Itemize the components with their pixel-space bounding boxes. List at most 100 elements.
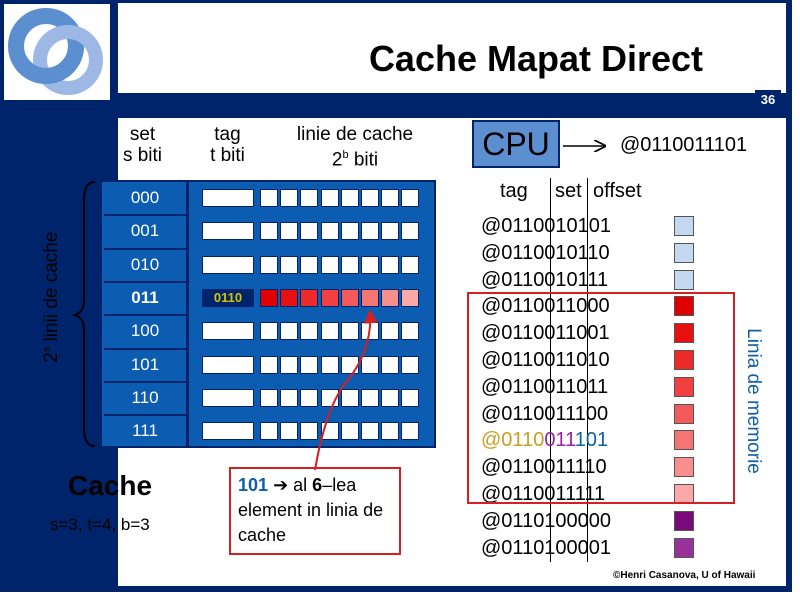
cache-byte-cell bbox=[361, 288, 379, 307]
cache-set-110: 110 bbox=[104, 384, 186, 411]
cache-byte-cell bbox=[260, 189, 278, 207]
cpu-address: @0110011101 bbox=[620, 134, 748, 156]
cache-set-001: 001 bbox=[104, 218, 186, 245]
cache-byte-cell bbox=[361, 255, 379, 274]
cache-row-separator bbox=[104, 347, 186, 350]
cache-byte-cell bbox=[300, 255, 319, 274]
cache-line-header: linie de cache 2b biti bbox=[296, 124, 414, 171]
cache-byte-cell bbox=[340, 288, 359, 307]
cache-params: s=3, t=4, b=3 bbox=[50, 515, 150, 534]
cache-byte-cell bbox=[340, 189, 359, 207]
cache-byte-cell bbox=[280, 189, 299, 207]
tag-header: tag t biti bbox=[210, 124, 245, 166]
title-bar bbox=[118, 3, 786, 93]
callout-pointer bbox=[314, 309, 378, 471]
memory-byte-swatch bbox=[674, 376, 694, 397]
cache-byte-cell bbox=[280, 255, 299, 274]
cache-byte-cell bbox=[381, 422, 400, 441]
cache-byte-cell bbox=[401, 322, 420, 341]
memory-address: @0110011101 bbox=[481, 428, 608, 452]
cache-set-111: 111 bbox=[104, 418, 186, 445]
cache-byte-cell bbox=[381, 222, 400, 241]
memory-address: @0110010110 bbox=[481, 241, 610, 264]
cache-set-000: 000 bbox=[104, 185, 186, 211]
cache-byte-cell bbox=[401, 222, 420, 241]
cache-tag-cell bbox=[202, 388, 254, 407]
memory-address: @0110011111 bbox=[481, 483, 606, 505]
cache-byte-cell bbox=[340, 322, 359, 341]
memory-byte-swatch bbox=[674, 350, 694, 370]
cache-byte-cell bbox=[381, 189, 400, 207]
cache-byte-cell bbox=[320, 255, 339, 274]
cache-byte-cell bbox=[260, 388, 278, 407]
cache-row-separator bbox=[104, 380, 186, 383]
cache-column-divider bbox=[186, 182, 189, 446]
cache-byte-cell bbox=[280, 388, 299, 407]
memory-address: @0110011000 bbox=[481, 295, 610, 318]
logo bbox=[2, 2, 112, 102]
memory-byte-swatch bbox=[674, 296, 694, 317]
memory-byte-swatch bbox=[674, 216, 694, 236]
cache-byte-cell bbox=[280, 355, 299, 374]
cache-byte-cell bbox=[300, 322, 319, 341]
cache-byte-cell bbox=[340, 422, 359, 441]
cache-set-100: 100 bbox=[104, 318, 186, 345]
cache-byte-cell bbox=[381, 288, 400, 307]
memory-byte-swatch bbox=[674, 403, 694, 424]
cache-row-separator bbox=[104, 214, 186, 217]
cache-label: Cache bbox=[68, 470, 153, 501]
memory-address: @0110100000 bbox=[481, 509, 612, 532]
cache-byte-cell bbox=[260, 222, 278, 241]
cache-tag-cell bbox=[202, 355, 254, 374]
cache-row-separator bbox=[104, 280, 186, 283]
cache-byte-cell bbox=[381, 355, 400, 374]
cache-byte-cell bbox=[300, 388, 319, 407]
cache-set-101: 101 bbox=[104, 351, 186, 378]
memory-line-frame bbox=[467, 292, 735, 504]
cache-byte-cell bbox=[401, 355, 420, 374]
cache-byte-cell bbox=[340, 222, 359, 241]
cache-byte-cell bbox=[361, 189, 379, 207]
memory-address: @0110011011 bbox=[481, 375, 609, 398]
cache-row-separator bbox=[104, 247, 186, 250]
set-header: set s biti bbox=[122, 124, 163, 166]
cache-byte-cell bbox=[340, 255, 359, 274]
memory-address: @0110011110 bbox=[481, 456, 607, 479]
memory-set-header: set bbox=[555, 180, 582, 202]
cache-set-011: 011 bbox=[104, 284, 186, 311]
cache-row-separator bbox=[104, 314, 186, 317]
cache-byte-cell bbox=[320, 288, 339, 307]
memory-address: @0110011001 bbox=[481, 322, 610, 345]
cache-byte-cell bbox=[280, 288, 299, 307]
address-tag-part: @0110 bbox=[481, 429, 545, 452]
cache-byte-cell bbox=[300, 189, 319, 207]
cache-set-010: 010 bbox=[104, 251, 186, 278]
memory-address: @0110010101 bbox=[481, 215, 612, 237]
offset-callout: 101 ➔ al 6–lea element in linia de cache bbox=[229, 467, 401, 555]
cache-byte-cell bbox=[260, 255, 278, 274]
cache-tag-cell bbox=[202, 255, 254, 274]
cache-tag-cell bbox=[202, 222, 254, 241]
cache-byte-cell bbox=[300, 355, 319, 374]
tag-set-divider bbox=[550, 178, 551, 562]
cache-byte-cell bbox=[401, 255, 420, 274]
memory-address: @0110010111 bbox=[481, 268, 609, 291]
cache-brace bbox=[71, 181, 96, 447]
memory-address: @0110011010 bbox=[481, 349, 610, 371]
cache-byte-cell bbox=[320, 189, 339, 207]
cache-byte-cell bbox=[401, 388, 420, 407]
memory-byte-swatch bbox=[674, 269, 694, 290]
cache-byte-cell bbox=[401, 288, 420, 307]
cache-byte-cell bbox=[280, 222, 299, 241]
cache-byte-cell bbox=[260, 422, 278, 441]
cache-byte-cell bbox=[381, 322, 400, 341]
cache-byte-cell bbox=[381, 388, 400, 407]
cache-byte-cell bbox=[401, 189, 420, 207]
cache-tag-cell bbox=[202, 322, 254, 341]
memory-byte-swatch bbox=[674, 457, 694, 478]
cache-byte-cell bbox=[260, 355, 278, 374]
cache-byte-cell bbox=[361, 355, 379, 374]
cache-byte-cell bbox=[280, 422, 299, 441]
